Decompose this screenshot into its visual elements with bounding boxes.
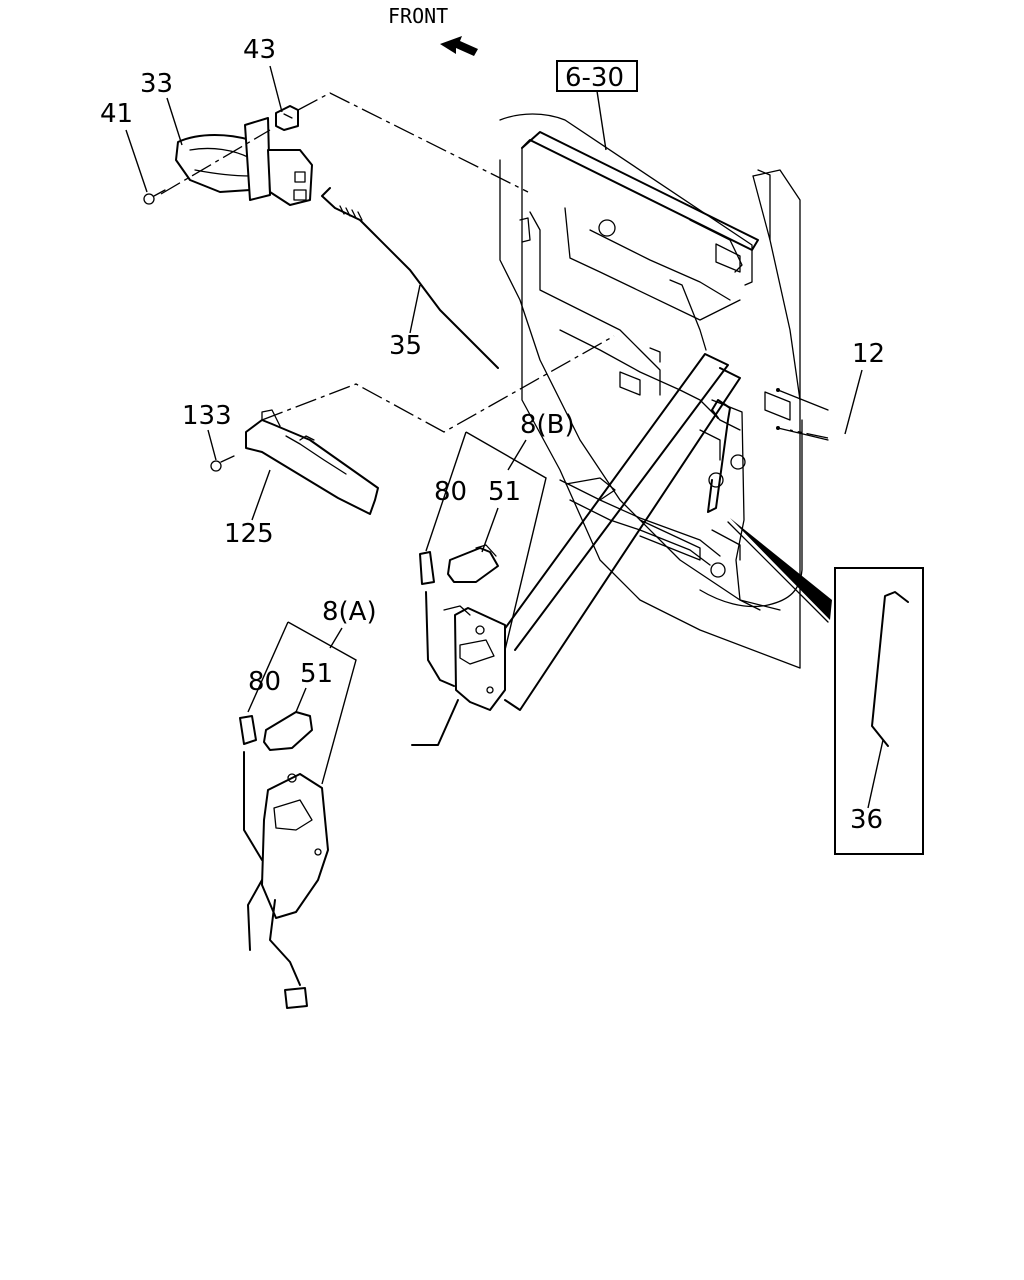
callout-133: 133 <box>182 401 232 431</box>
callout-35: 35 <box>389 331 422 361</box>
callout-8b: 8(B) <box>520 410 575 440</box>
callout-51b: 51 <box>488 477 521 507</box>
callout-41: 41 <box>100 99 133 129</box>
door-lock-8b <box>411 544 506 746</box>
callout-43: 43 <box>243 35 276 65</box>
front-arrow-icon <box>440 36 478 56</box>
bracket-125 <box>210 409 379 515</box>
rod-36 <box>871 591 909 747</box>
callout-51a: 51 <box>300 659 333 689</box>
callout-125: 125 <box>224 519 274 549</box>
callout-80a: 80 <box>248 667 281 697</box>
leader-lines <box>125 65 884 809</box>
callout-12: 12 <box>852 339 885 369</box>
callout-36: 36 <box>850 805 883 835</box>
door-inner-panel <box>499 113 829 669</box>
callout-33: 33 <box>140 69 173 99</box>
detail-box-36 <box>834 567 924 855</box>
reference-box-label: 6-30 <box>565 63 624 93</box>
latch-rods <box>497 353 741 711</box>
callout-80b: 80 <box>434 477 467 507</box>
rod-35 <box>321 187 499 369</box>
inside-handle-assembly <box>143 105 313 206</box>
callout-8a: 8(A) <box>322 597 377 627</box>
front-label: FRONT <box>388 4 448 28</box>
door-lock-8a <box>239 711 329 1009</box>
